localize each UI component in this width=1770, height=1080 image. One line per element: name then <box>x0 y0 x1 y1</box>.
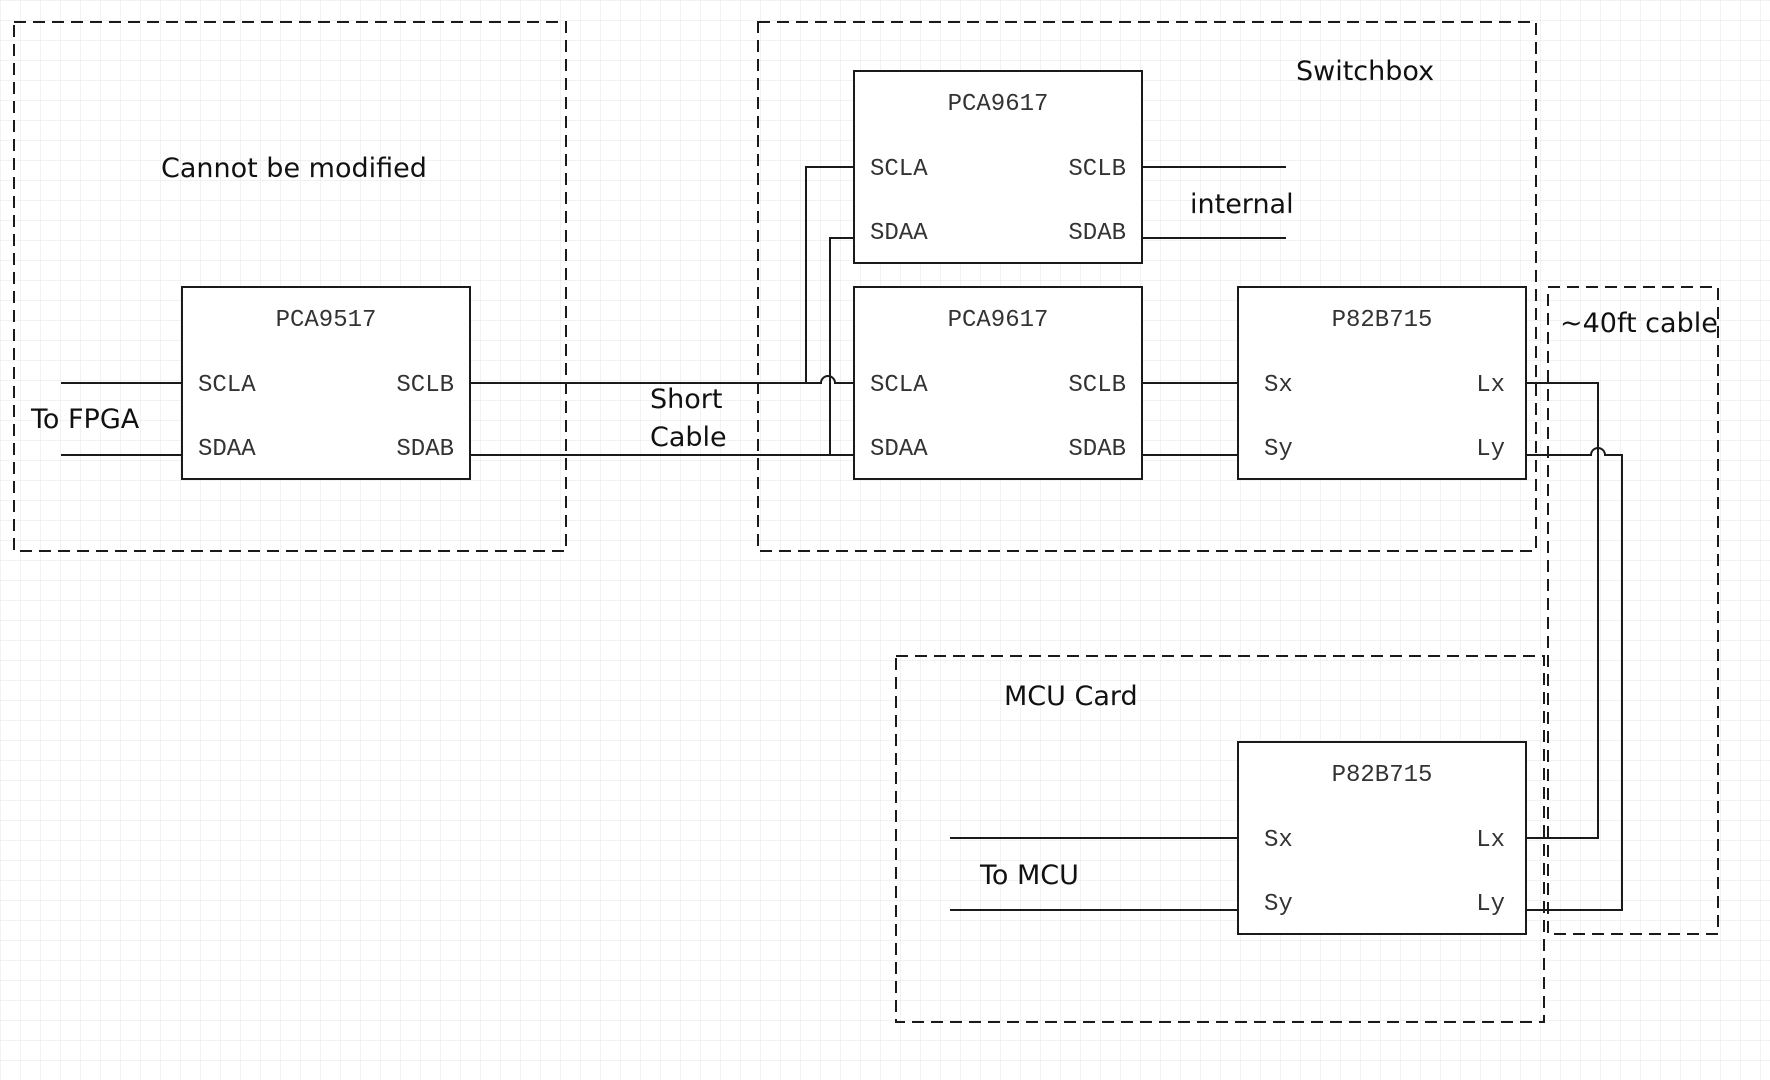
pin-label: SCLB <box>396 372 454 399</box>
pin-label: Lx <box>1476 827 1505 854</box>
chip-pca9617-top: PCA9617 SCLA SCLB SDAA SDAB <box>853 70 1143 264</box>
label-to-mcu: To MCU <box>979 860 1079 891</box>
pin-label: Sy <box>1264 891 1293 918</box>
region-cannot-modify <box>13 21 567 552</box>
label-short-cable-line2: Cable <box>650 422 727 453</box>
chip-p82b715-mcu: P82B715 Sx Lx Sy Ly <box>1237 741 1527 935</box>
label-switchbox: Switchbox <box>1296 56 1434 87</box>
pin-label: Ly <box>1476 891 1505 918</box>
chip-name: P82B715 <box>1332 307 1433 334</box>
pin-label: SCLA <box>870 156 928 183</box>
chip-name: P82B715 <box>1332 762 1433 789</box>
wires <box>61 166 1623 911</box>
pin-label: SCLB <box>1068 156 1126 183</box>
label-40ft-cable: ~40ft cable <box>1560 308 1718 339</box>
label-cannot-modify: Cannot be modified <box>161 153 427 184</box>
pin-label: SDAB <box>1068 436 1126 463</box>
pin-label: SDAA <box>198 436 256 463</box>
pin-label: Sy <box>1264 436 1293 463</box>
chip-name: PCA9617 <box>948 307 1049 334</box>
wire-scl-short-cable <box>470 375 854 384</box>
label-internal: internal <box>1190 189 1294 220</box>
pin-label: SDAA <box>870 436 928 463</box>
label-short-cable-line1: Short <box>650 384 722 415</box>
pin-label: SDAB <box>396 436 454 463</box>
region-40ft-cable <box>1547 286 1719 935</box>
pin-label: Lx <box>1476 372 1505 399</box>
pin-label: Sx <box>1264 827 1293 854</box>
wire-sda-branch-top-mux <box>829 237 854 455</box>
pin-label: SCLA <box>198 372 256 399</box>
pin-label: Sx <box>1264 372 1293 399</box>
pin-label: SDAA <box>870 220 928 247</box>
label-to-fpga: To FPGA <box>30 404 140 435</box>
pin-label: SCLA <box>870 372 928 399</box>
chip-p82b715-switchbox: P82B715 Sx Lx Sy Ly <box>1237 286 1527 480</box>
region-switchbox <box>757 21 1537 552</box>
chip-pca9517: PCA9517 SCLA SCLB SDAA SDAB <box>181 286 471 480</box>
pin-label: Ly <box>1476 436 1505 463</box>
wire-scl-branch-top-mux <box>805 166 854 383</box>
chip-pca9617-bottom: PCA9617 SCLA SCLB SDAA SDAB <box>853 286 1143 480</box>
chip-name: PCA9617 <box>948 91 1049 118</box>
chip-name: PCA9517 <box>276 307 377 334</box>
region-mcu-card <box>895 655 1545 1023</box>
wire-long-cable-ly <box>1526 447 1623 911</box>
pin-label: SCLB <box>1068 372 1126 399</box>
wire-long-cable-lx <box>1526 382 1599 839</box>
pin-label: SDAB <box>1068 220 1126 247</box>
label-mcu-card: MCU Card <box>1004 681 1138 712</box>
